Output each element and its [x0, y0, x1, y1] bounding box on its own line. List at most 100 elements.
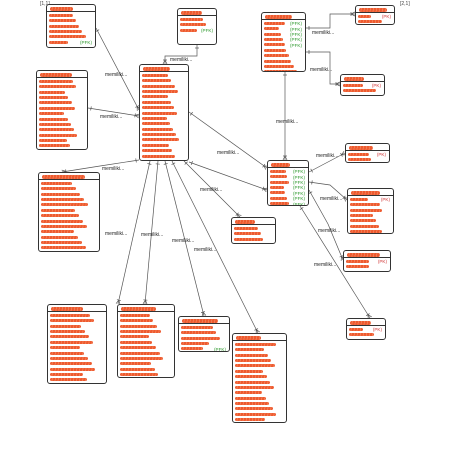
- entity-table[interactable]: (PK): [347, 188, 394, 234]
- redacted-entity-name: [265, 14, 292, 19]
- relationship-line[interactable]: [144, 160, 159, 305]
- entity-table[interactable]: (PFK)(PFK)(PFK)(PFK)(PFK): [261, 12, 306, 72]
- attribute-row: [39, 79, 85, 85]
- entity-title-bar: [118, 305, 174, 312]
- redacted-entity-name: [349, 145, 373, 150]
- crows-foot-marker: [162, 59, 168, 65]
- attribute-list: [232, 225, 275, 242]
- relationship-line[interactable]: [183, 160, 241, 218]
- relationship-line[interactable]: [117, 160, 151, 305]
- entity-table[interactable]: [232, 333, 287, 423]
- attribute-row: [235, 375, 284, 380]
- redacted-entity-name: [350, 320, 371, 325]
- redacted-attribute: [50, 362, 92, 366]
- entity-table[interactable]: (PFK)(PFK)(PFK)(PFK)(PFK)(PFK)(PFK): [267, 160, 309, 206]
- relationship-line[interactable]: [171, 160, 259, 334]
- entity-table[interactable]: [117, 304, 175, 378]
- attribute-row: [120, 329, 172, 335]
- relationship-line[interactable]: [308, 181, 348, 201]
- redacted-attribute: [142, 95, 168, 99]
- crows-foot-marker: [262, 186, 268, 193]
- pfk-key-tag: (PFK): [290, 42, 302, 48]
- relationship-line[interactable]: [306, 51, 340, 85]
- redacted-attribute: [49, 35, 86, 39]
- entity-table[interactable]: [38, 172, 100, 252]
- relationship-line[interactable]: [299, 205, 371, 319]
- attribute-list: (PK): [347, 326, 385, 338]
- entity-table[interactable]: (PFK): [178, 316, 230, 352]
- pk-key-tag: (PK): [372, 327, 382, 333]
- redacted-attribute: [39, 139, 67, 143]
- relationship-label: memiliki...: [316, 153, 339, 159]
- entity-title-bar: [268, 161, 308, 168]
- redacted-attribute: [39, 128, 74, 132]
- one-cardinality-marker: [95, 29, 100, 32]
- attribute-row: [142, 79, 186, 84]
- attribute-list: [37, 78, 87, 149]
- entity-table[interactable]: [47, 304, 107, 384]
- entity-table[interactable]: [231, 217, 276, 244]
- attribute-row: [50, 356, 104, 362]
- entity-table[interactable]: (PFK): [177, 8, 217, 45]
- entity-table[interactable]: (PK): [355, 5, 395, 25]
- redacted-entity-name: [344, 76, 364, 81]
- redacted-attribute: [235, 369, 263, 373]
- attribute-row: [41, 235, 97, 241]
- redacted-attribute: [350, 219, 376, 223]
- crows-foot-marker: [200, 311, 207, 317]
- relationship-line[interactable]: [87, 107, 140, 117]
- entity-table[interactable]: (PFK): [46, 4, 96, 48]
- attribute-row: [41, 230, 97, 235]
- redacted-attribute: [41, 246, 86, 250]
- redacted-attribute: [39, 133, 77, 137]
- relationship-label: memiliki...: [276, 119, 299, 125]
- attribute-row: [49, 35, 93, 40]
- attribute-row: [350, 224, 391, 230]
- entity-table[interactable]: (PK): [343, 250, 391, 272]
- redacted-attribute: [50, 373, 83, 377]
- redacted-attribute: [41, 230, 74, 234]
- attribute-row: [41, 214, 97, 219]
- entity-table[interactable]: (PK): [345, 143, 390, 163]
- relationship-line[interactable]: [95, 27, 140, 111]
- attribute-row: [235, 342, 284, 348]
- relationship-line[interactable]: [188, 111, 268, 169]
- attribute-row: [50, 324, 104, 330]
- relationship-line[interactable]: [308, 152, 346, 173]
- entity-table[interactable]: [36, 70, 88, 150]
- redacted-entity-name: [236, 335, 261, 340]
- redacted-attribute: [120, 313, 150, 317]
- attribute-row: [120, 362, 172, 367]
- attribute-row: (PFK): [181, 347, 227, 351]
- attribute-row: [41, 192, 97, 198]
- entity-title-bar: [356, 6, 394, 13]
- redacted-attribute: [41, 241, 82, 245]
- attribute-row: [142, 138, 186, 143]
- relationship-label: memiliki...: [194, 247, 217, 253]
- pfk-key-tag: (PFK): [293, 180, 305, 186]
- relationship-line[interactable]: [308, 189, 344, 261]
- redacted-attribute: [120, 329, 161, 333]
- redacted-attribute: [350, 213, 373, 217]
- relationship-line[interactable]: [164, 160, 205, 317]
- redacted-attribute: [235, 402, 269, 406]
- relationship-line[interactable]: [188, 161, 268, 191]
- entity-table[interactable]: (PK): [346, 318, 386, 340]
- attribute-row: [41, 181, 97, 187]
- redacted-attribute: [142, 100, 171, 104]
- attribute-row: (PFK): [180, 28, 214, 34]
- redacted-attribute: [39, 117, 68, 121]
- redacted-attribute: [235, 358, 271, 362]
- redacted-attribute: [358, 20, 382, 24]
- redacted-attribute: [349, 327, 363, 331]
- entity-table[interactable]: (PK): [340, 74, 385, 96]
- attribute-row: [50, 313, 104, 319]
- redacted-attribute: [264, 59, 291, 63]
- relationship-line[interactable]: [306, 13, 355, 29]
- entity-table[interactable]: [139, 64, 189, 161]
- redacted-attribute: [235, 353, 268, 357]
- attribute-row: [235, 348, 284, 353]
- relationship-line[interactable]: [61, 159, 140, 173]
- redacted-attribute: [41, 224, 87, 228]
- attribute-row: [142, 95, 186, 100]
